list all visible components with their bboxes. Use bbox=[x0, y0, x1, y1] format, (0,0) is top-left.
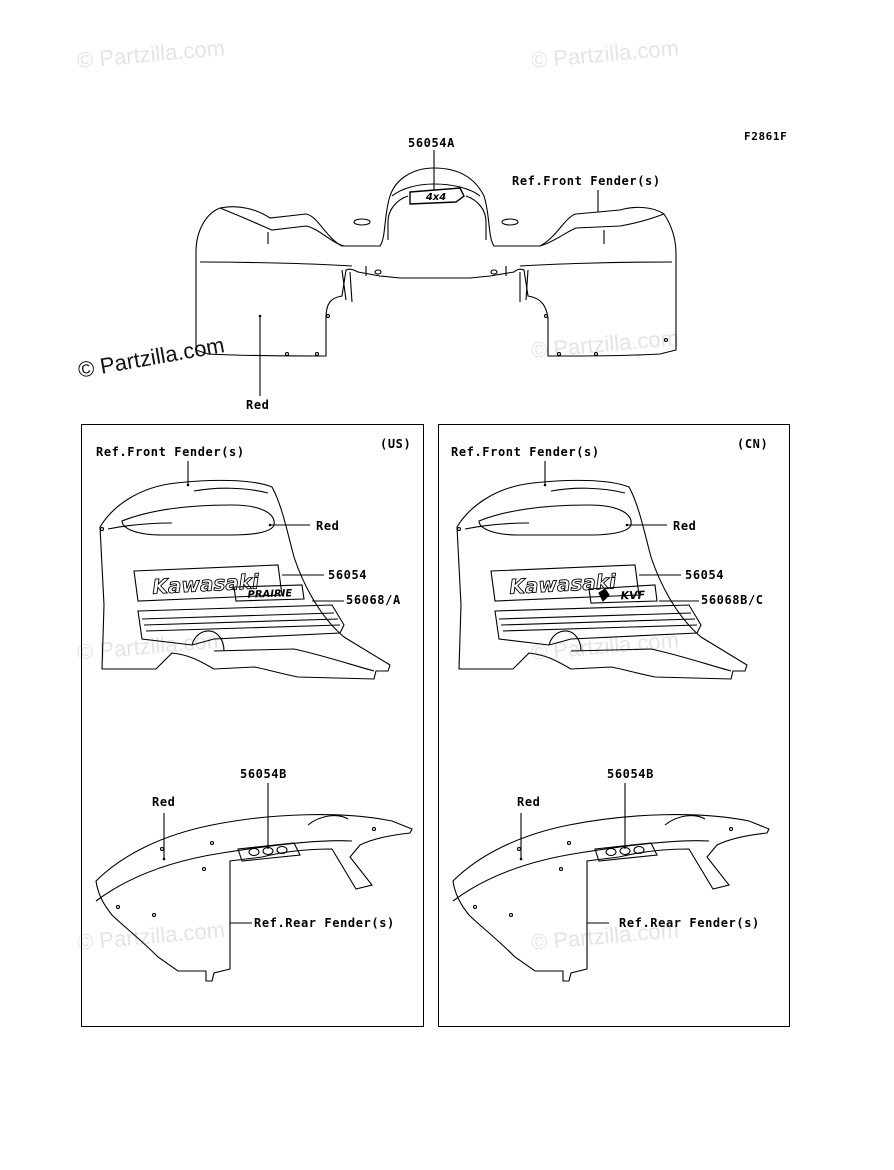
us-side-drawing: Kawasaki PRAIRIE bbox=[95, 461, 413, 982]
kawasaki-logo: Kawasaki bbox=[152, 569, 261, 599]
region-label-us: (US) bbox=[380, 437, 412, 451]
color-label-red: Red bbox=[517, 795, 541, 809]
ref-front-fender-label: Ref.Front Fender(s) bbox=[451, 445, 600, 459]
color-label-red: Red bbox=[316, 519, 340, 533]
region-label-cn: (CN) bbox=[737, 437, 769, 451]
cn-side-drawing: Kawasaki KVF bbox=[452, 461, 770, 982]
ref-rear-fender-label: Ref.Rear Fender(s) bbox=[619, 916, 760, 930]
color-label-red: Red bbox=[673, 519, 697, 533]
ref-front-fender-label: Ref.Front Fender(s) bbox=[512, 174, 661, 188]
part-label-56068bc: 56068B/C bbox=[701, 593, 764, 607]
kvf-logo: KVF bbox=[620, 589, 645, 603]
part-label-56054b: 56054B bbox=[240, 767, 287, 781]
panel-cn: Kawasaki KVF (CN) Ref.Front Fender(s) Re… bbox=[438, 424, 790, 1027]
color-label-red: Red bbox=[246, 398, 270, 412]
color-label-red: Red bbox=[152, 795, 176, 809]
4x4-decal-text: 4x4 bbox=[425, 192, 446, 203]
panel-us: Kawasaki PRAIRIE (US) Ref.Front Fender(s… bbox=[81, 424, 424, 1027]
prairie-logo: PRAIRIE bbox=[247, 588, 292, 601]
part-label-56068a: 56068/A bbox=[346, 593, 401, 607]
figure-code: F2861F bbox=[744, 130, 788, 143]
front-fender-drawing: 4x4 bbox=[195, 150, 677, 396]
part-label-56054a: 56054A bbox=[408, 136, 455, 150]
part-label-56054: 56054 bbox=[328, 568, 368, 582]
part-label-56054b: 56054B bbox=[607, 767, 654, 781]
ref-rear-fender-label: Ref.Rear Fender(s) bbox=[254, 916, 395, 930]
ref-front-fender-label: Ref.Front Fender(s) bbox=[96, 445, 245, 459]
part-label-56054: 56054 bbox=[685, 568, 725, 582]
